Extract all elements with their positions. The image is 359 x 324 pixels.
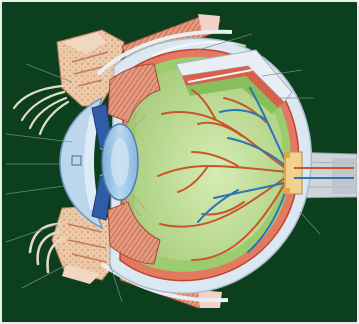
optic-disc: [284, 152, 302, 194]
lens-nucleus: [111, 138, 129, 186]
eye-cross-section-diagram: [2, 2, 357, 322]
